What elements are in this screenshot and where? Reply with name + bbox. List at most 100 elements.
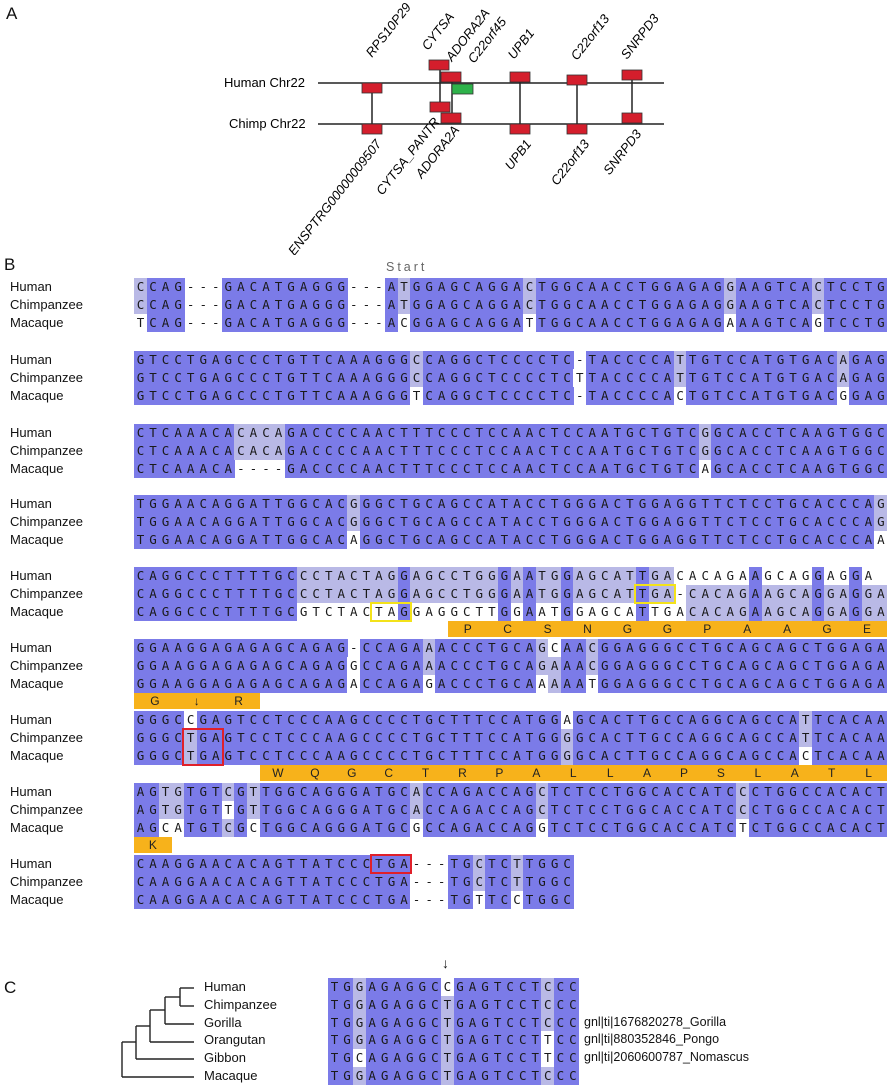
base-cell: C [849, 314, 863, 332]
base-cell: T [786, 369, 800, 387]
base-cell: A [799, 460, 813, 478]
base-cell: C [623, 351, 637, 369]
base-cell: C [523, 351, 536, 369]
base-cell: - [186, 297, 195, 312]
base-cell: A [585, 314, 599, 332]
base-cell: C [447, 460, 461, 478]
base-cell: T [397, 442, 411, 460]
base-cell: A [334, 369, 348, 387]
base-cell: C [385, 495, 398, 513]
base-cell: G [723, 296, 737, 314]
chimp-gene-box-ensptrg [361, 123, 383, 135]
base-cell: A [297, 442, 311, 460]
base-cell: G [415, 1067, 429, 1085]
base-cell: C [334, 442, 348, 460]
base-cell: G [447, 387, 461, 405]
base-cell: A [466, 1049, 479, 1068]
base-cell: C [503, 1067, 517, 1085]
base-cell: T [528, 995, 542, 1014]
base-cell: G [648, 296, 662, 314]
base-cell: C [196, 495, 210, 513]
base-cell: T [548, 460, 562, 478]
base-cell: C [246, 369, 260, 387]
base-cell: G [623, 424, 637, 442]
base-cell: A [466, 978, 479, 996]
base-cell: C [209, 460, 223, 478]
base-cell: G [322, 296, 336, 314]
base-cell: C [428, 1067, 442, 1085]
base-cell: G [372, 369, 386, 387]
base-cell: G [422, 314, 436, 332]
base-cell: C [786, 442, 800, 460]
base-cell: G [774, 351, 787, 369]
base-cell: A [510, 278, 524, 296]
base-cell: C [874, 424, 888, 442]
base-cell: C [322, 369, 336, 387]
tree-taxon-name: Gibbon [204, 1050, 246, 1066]
base-cell: T [397, 424, 411, 442]
base-cell: T [397, 278, 411, 296]
base-cell: A [736, 296, 750, 314]
base-cell: A [799, 278, 813, 296]
base-cell: A [365, 1049, 379, 1068]
base-cell: G [353, 995, 367, 1014]
base-cell: G [874, 387, 888, 405]
base-cell: G [497, 278, 511, 296]
base-cell: T [146, 442, 160, 460]
trace-accession: gnl|ti|880352846_Pongo [584, 1032, 720, 1047]
base-cell: G [874, 369, 888, 387]
base-cell: C [761, 460, 775, 478]
base-cell: T [774, 314, 787, 332]
base-cell: A [171, 424, 185, 442]
base-cell: G [761, 296, 775, 314]
base-cell: C [824, 387, 838, 405]
base-cell: A [861, 369, 875, 387]
base-cell: T [134, 314, 147, 332]
base-cell: A [466, 1067, 479, 1085]
chr-label-chimp: Chimp Chr22 [229, 116, 306, 131]
base-cell: T [585, 351, 599, 369]
base-cell: C [761, 442, 775, 460]
base-cell: C [410, 351, 424, 369]
base-cell: G [478, 1031, 492, 1050]
base-cell: A [372, 442, 386, 460]
base-cell: C [460, 424, 474, 442]
base-cell: C [553, 995, 567, 1014]
base-cell: C [736, 387, 750, 405]
base-cell: T [774, 460, 787, 478]
gene-box-adora2a [440, 71, 462, 83]
base-cell: A [811, 424, 825, 442]
base-cell: G [711, 314, 725, 332]
base-cell: C [535, 442, 549, 460]
base-cell: C [849, 296, 863, 314]
base-cell: A [510, 442, 524, 460]
base-cell: C [723, 460, 737, 478]
base-cell: T [573, 369, 587, 387]
base-cell: C [259, 424, 273, 442]
base-cell: T [146, 460, 160, 478]
base-cell: C [566, 1067, 580, 1085]
base-cell: A [234, 296, 248, 314]
base-cell: T [686, 351, 700, 369]
base-cell: G [397, 351, 411, 369]
base-cell: G [372, 387, 386, 405]
base-cell: - [375, 315, 383, 330]
base-cell: C [786, 296, 800, 314]
base-cell: G [774, 387, 787, 405]
base-cell: C [259, 369, 273, 387]
base-cell: G [353, 1067, 367, 1085]
base-cell: T [472, 424, 486, 442]
base-cell: G [799, 369, 813, 387]
base-cell: - [362, 279, 371, 294]
base-cell: A [748, 296, 762, 314]
base-cell: G [686, 314, 700, 332]
base-cell: G [415, 978, 429, 996]
base-cell: C [209, 442, 223, 460]
synteny-diagram: Human Chr22 Chimp Chr22 RPS10P29 CYTSA A… [224, 0, 664, 255]
base-cell: G [485, 278, 499, 296]
base-cell: C [553, 1049, 567, 1068]
base-cell: C [347, 460, 361, 478]
base-cell: C [761, 424, 775, 442]
base-cell: C [824, 369, 838, 387]
base-cell: T [774, 296, 787, 314]
